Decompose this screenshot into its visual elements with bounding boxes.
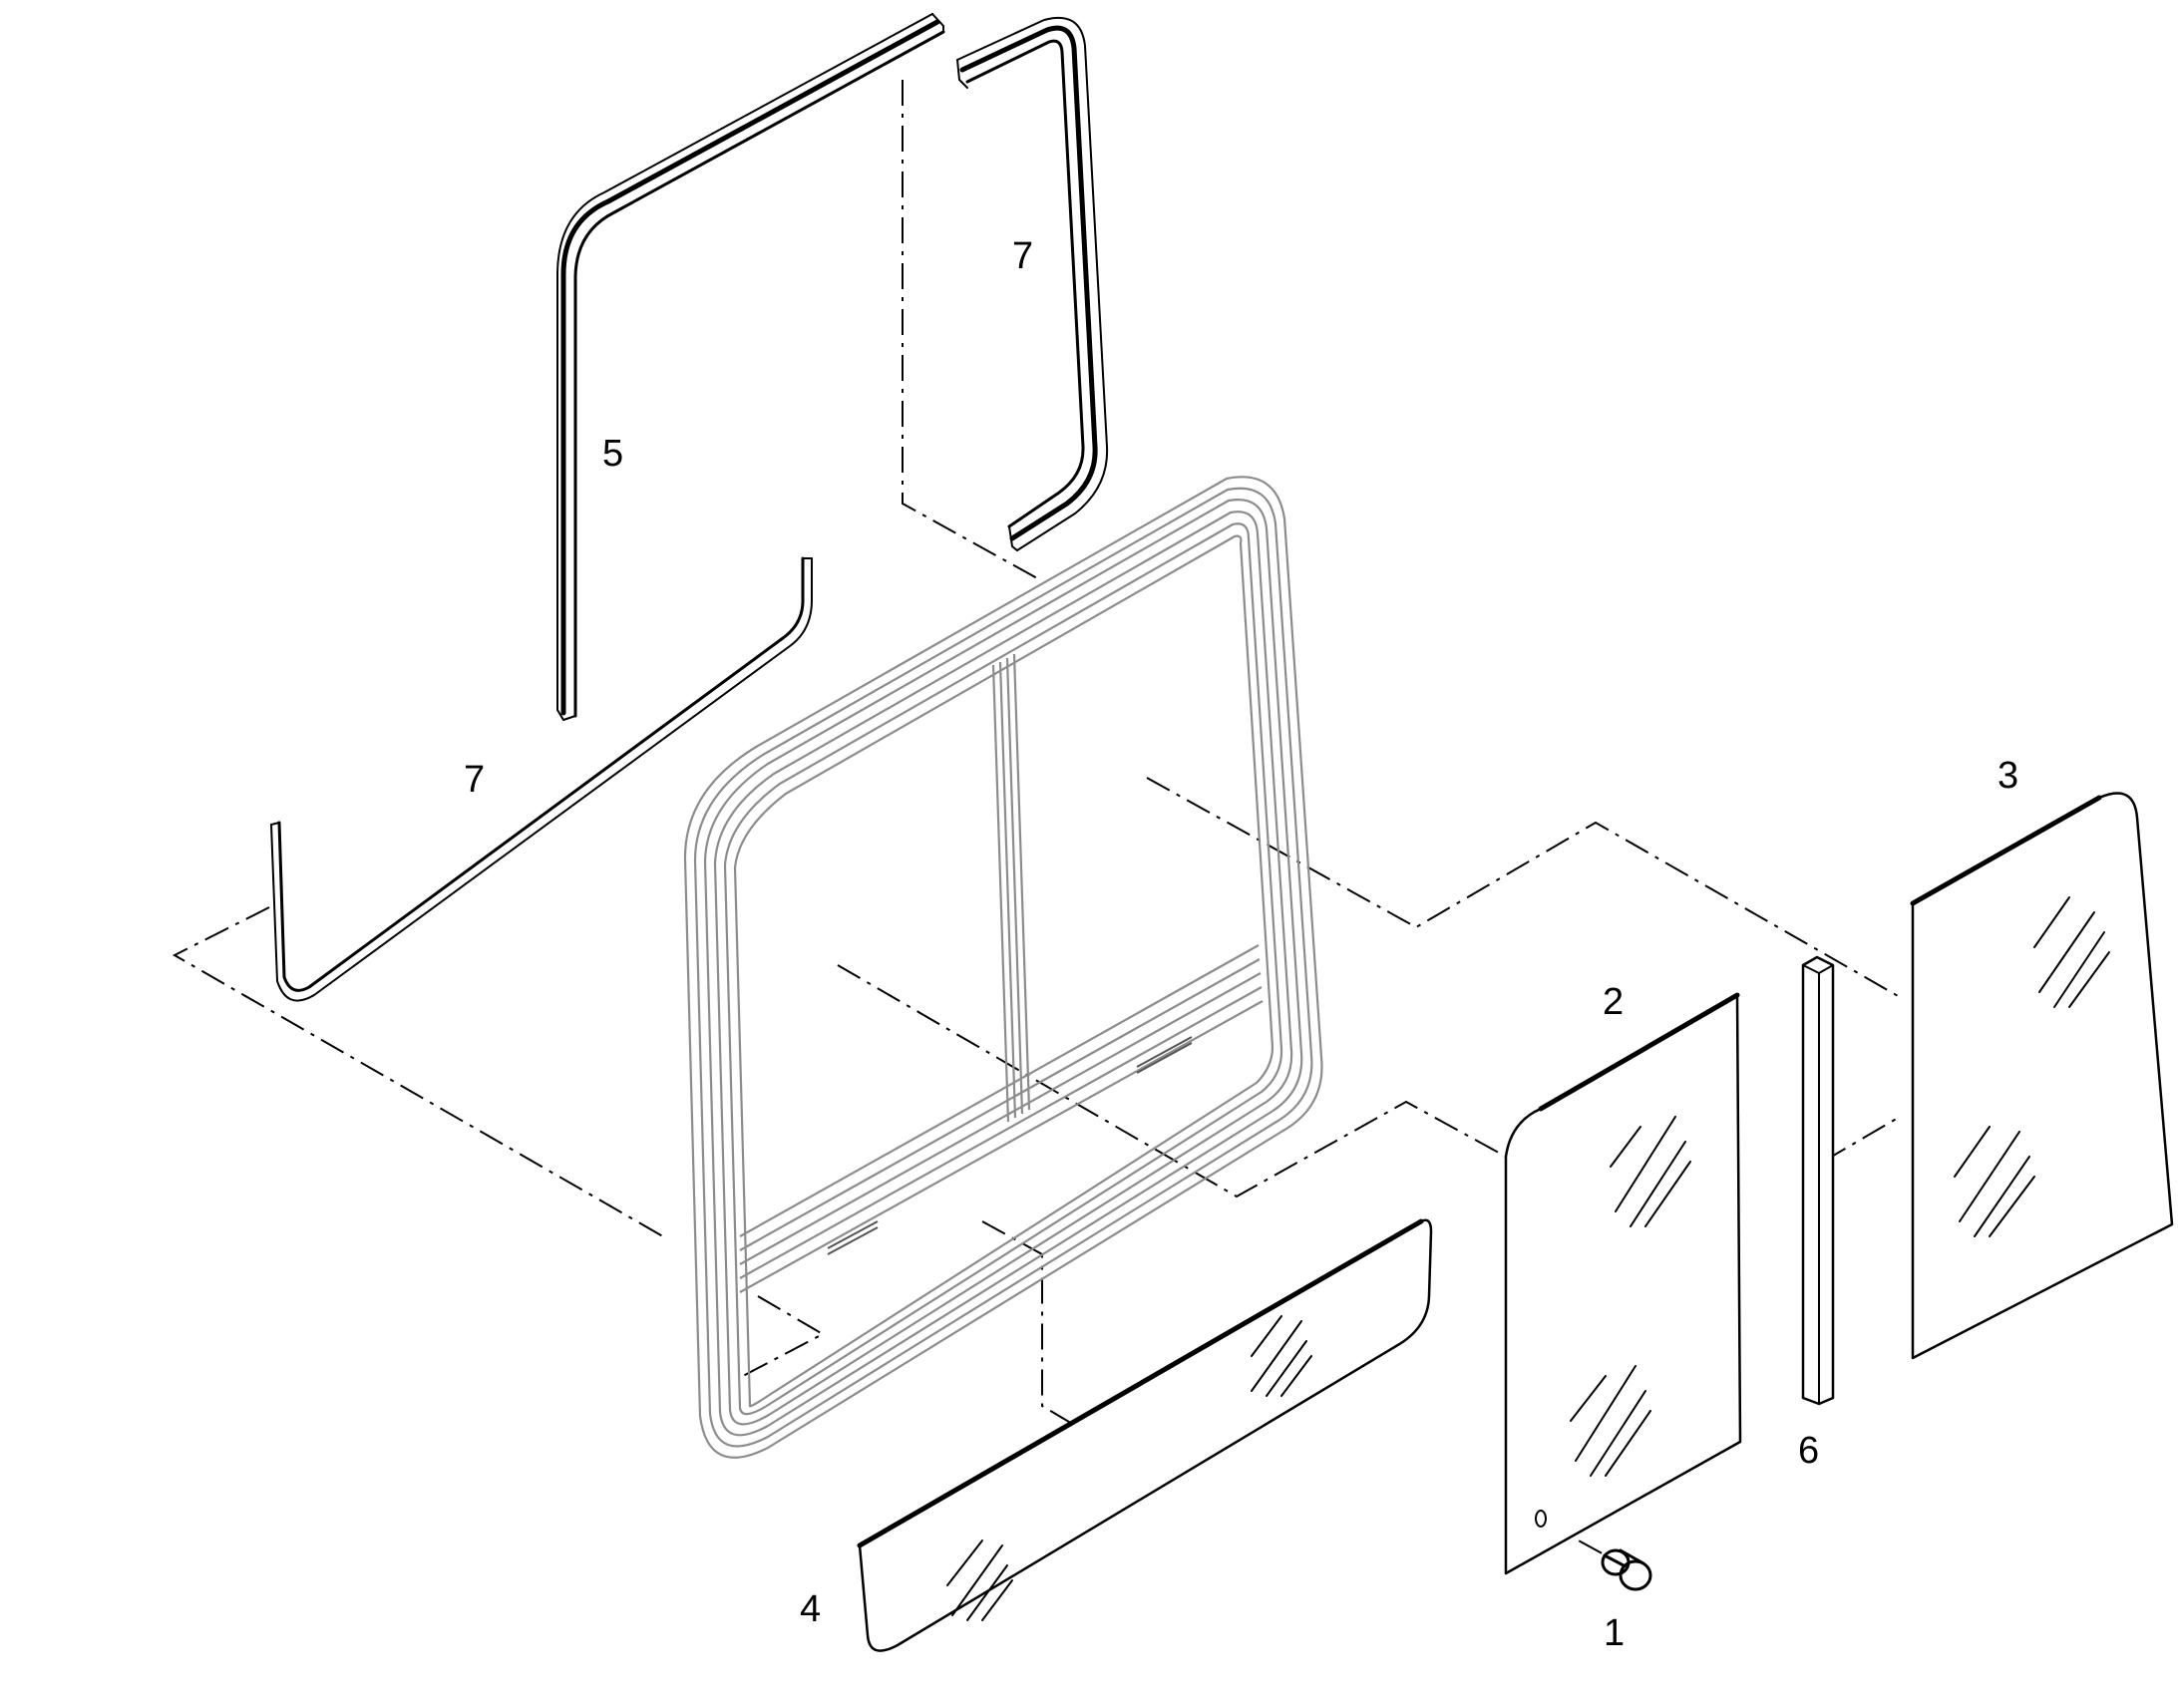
glass-4-hatch (946, 1315, 1312, 1621)
strip-part-6 (1801, 955, 1835, 1406)
callout-3: 3 (1998, 755, 2018, 797)
seal-part-7-left (270, 556, 813, 1002)
leader-glass-2 (837, 964, 1507, 1198)
leader-seal-left (172, 906, 669, 1240)
leader-frame-inner (742, 1295, 826, 1377)
callout-labels: 1 2 3 4 5 6 7 7 (464, 235, 2018, 1654)
callout-1: 1 (1604, 1612, 1625, 1654)
glass-2-hole (1535, 1510, 1547, 1528)
leader-strip-6 (1822, 1116, 1901, 1163)
callout-4: 4 (800, 1588, 821, 1630)
seal-part-7-right (956, 16, 1109, 551)
glass-3-hatch (1954, 896, 2110, 1237)
seal-part-5 (556, 13, 945, 721)
glass-part-2 (1504, 992, 1742, 1575)
glass-part-3 (1910, 792, 2174, 1360)
callout-2: 2 (1603, 981, 1624, 1023)
callout-6: 6 (1798, 1430, 1819, 1472)
fastener-part-1 (1601, 1548, 1652, 1591)
callout-7b: 7 (464, 759, 485, 801)
glass-part-4 (857, 1218, 1433, 1652)
leader-glass-3 (1146, 777, 1901, 998)
glass-2-hatch (1570, 1116, 1691, 1477)
leader-seal-top (902, 80, 1038, 579)
window-frame (683, 476, 1323, 1459)
leader-glass-4 (981, 1220, 1080, 1429)
callout-7a: 7 (1012, 235, 1033, 277)
callout-5: 5 (602, 433, 623, 475)
